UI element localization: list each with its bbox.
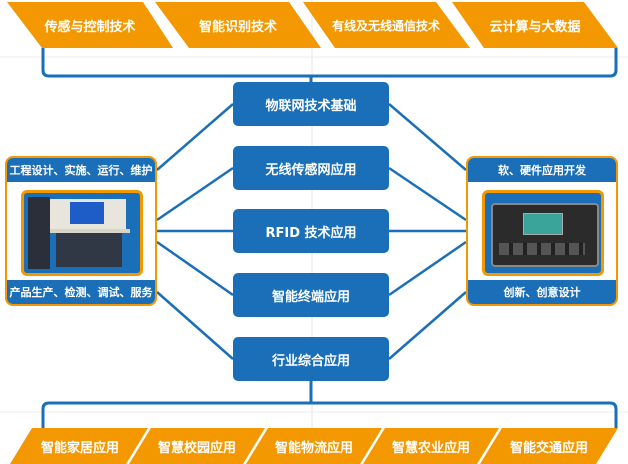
module-wireless-sensor-network[interactable]: 无线传感网应用 bbox=[233, 146, 389, 190]
module-rfid[interactable]: RFID 技术应用 bbox=[233, 209, 389, 253]
app-smart-logistics: 智能物流应用 bbox=[274, 440, 353, 456]
top-banner-shapes bbox=[7, 2, 618, 48]
app-smart-agriculture: 智慧农业应用 bbox=[391, 440, 470, 456]
top-category-cloud-bigdata: 云计算与大数据 bbox=[489, 19, 581, 35]
left-panel-bottom-label: 产品生产、检测、调试、服务 bbox=[7, 280, 155, 304]
bottom-banner-shapes bbox=[10, 428, 618, 464]
module-industry-integration[interactable]: 行业综合应用 bbox=[233, 337, 389, 381]
dev-board-image bbox=[482, 190, 604, 276]
left-panel: 工程设计、实施、运行、维护 产品生产、检测、调试、服务 bbox=[5, 156, 157, 306]
module-iot-basics[interactable]: 物联网技术基础 bbox=[233, 82, 389, 126]
top-category-sensing-control: 传感与控制技术 bbox=[44, 19, 136, 35]
app-smart-transport: 智能交通应用 bbox=[509, 440, 588, 456]
app-smart-home: 智能家居应用 bbox=[40, 440, 119, 456]
right-panel-top-label: 软、硬件应用开发 bbox=[468, 158, 616, 182]
app-smart-campus: 智慧校园应用 bbox=[157, 440, 236, 456]
left-panel-top-label: 工程设计、实施、运行、维护 bbox=[7, 158, 155, 182]
workstation-image bbox=[21, 190, 143, 276]
right-panel-bottom-label: 创新、创意设计 bbox=[468, 280, 616, 304]
right-panel: 软、硬件应用开发 创新、创意设计 bbox=[466, 156, 618, 306]
top-category-smart-recognition: 智能识别技术 bbox=[198, 19, 277, 35]
top-category-communication: 有线及无线通信技术 bbox=[331, 18, 440, 33]
module-smart-terminal[interactable]: 智能终端应用 bbox=[233, 273, 389, 317]
